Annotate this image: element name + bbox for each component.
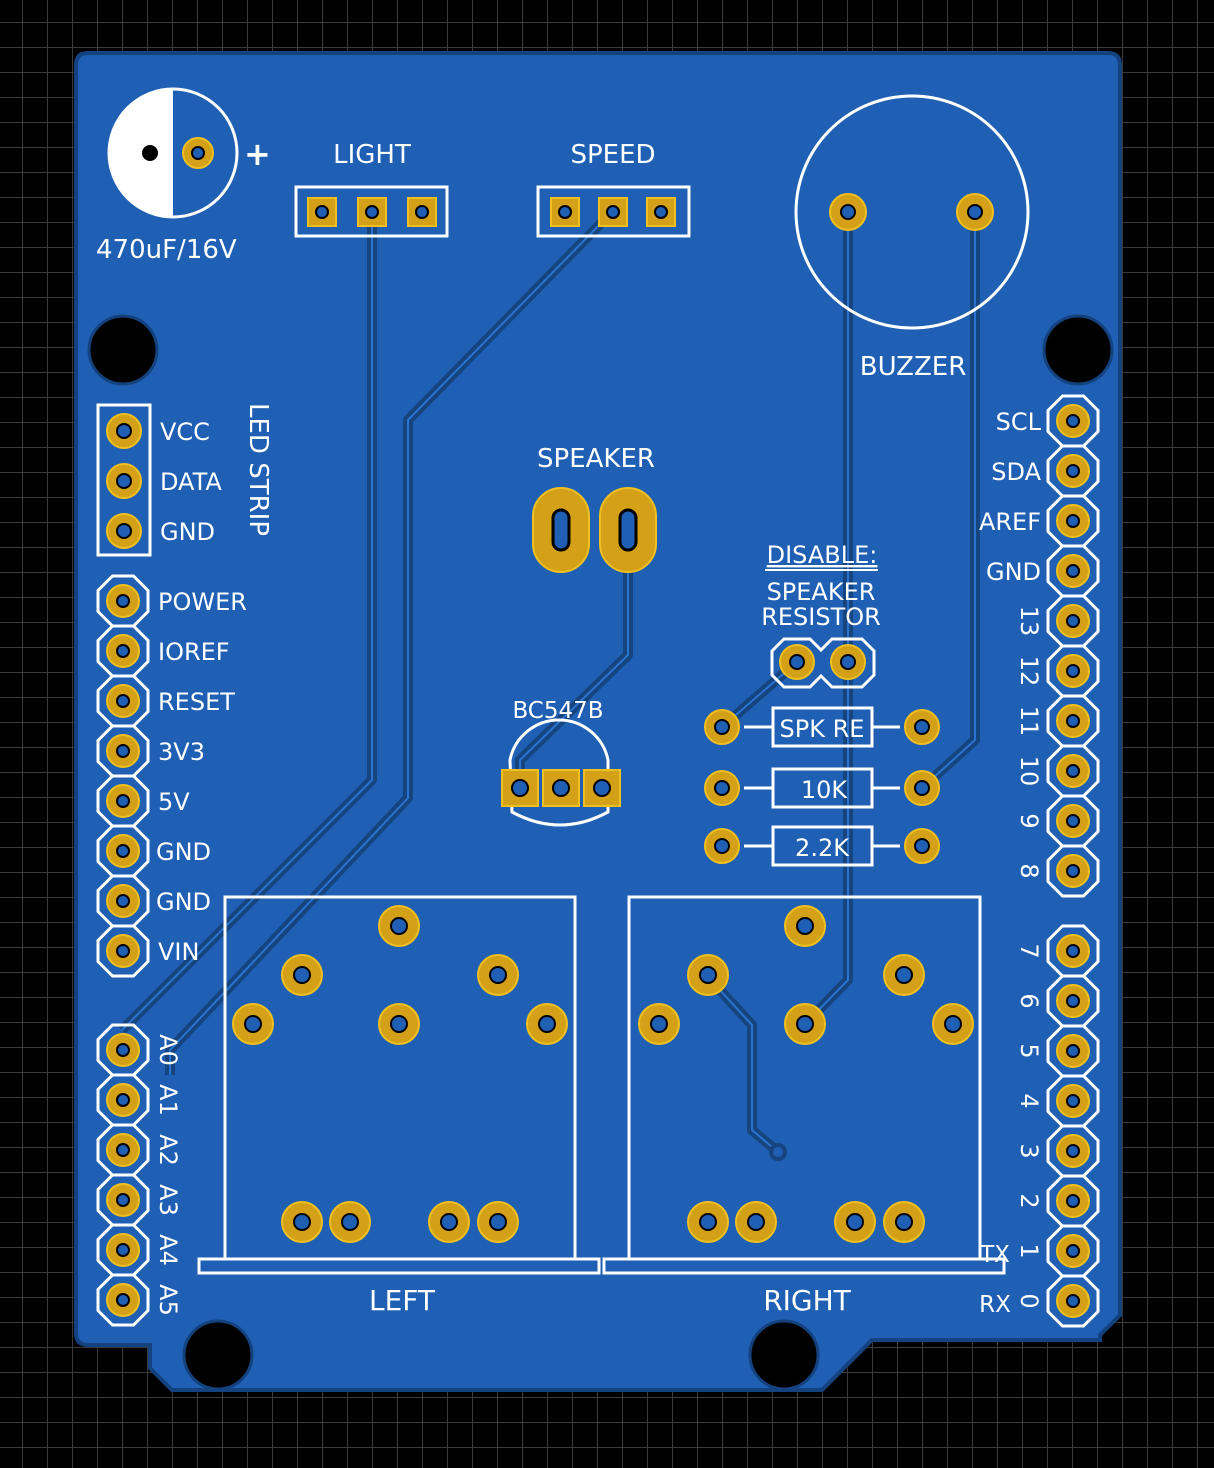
speaker-pads (532, 487, 657, 573)
digital-label-aref: AREF (979, 508, 1041, 536)
resistor-spk-body (771, 706, 874, 748)
analog-label-a5: A5 (154, 1284, 182, 1316)
analog-label-a3: A3 (154, 1184, 182, 1216)
mounting-hole (748, 1319, 820, 1391)
digital-label-3: 3 (1015, 1143, 1043, 1158)
jumper-outline (770, 637, 876, 689)
light-header-outline (294, 185, 449, 238)
mounting-hole (87, 314, 159, 386)
resistor-10k-body (771, 767, 874, 809)
speed-header-label: SPEED (570, 140, 655, 170)
buzzer-outline (794, 94, 1030, 330)
capacitor-polarity-label: + (244, 135, 271, 173)
analog-label-a2: A2 (154, 1134, 182, 1166)
mounting-hole (182, 1319, 254, 1391)
digital-label-6: 6 (1015, 993, 1043, 1008)
digital-label-1: 1 (1015, 1243, 1043, 1258)
led-strip-label-data: DATA (160, 468, 222, 496)
analog-label-a1: A1 (154, 1084, 182, 1116)
jack-right: RIGHT (602, 895, 1006, 1317)
digital-label-12: 12 (1015, 656, 1043, 687)
power-header-label-3: 3V3 (158, 738, 205, 766)
jumper-line-3: RESISTOR (761, 603, 881, 631)
jack-left-label: LEFT (369, 1284, 436, 1317)
power-header-label-0: POWER (158, 588, 247, 616)
digital-label-sda: SDA (991, 458, 1041, 486)
digital-label-11: 11 (1015, 706, 1043, 737)
digital-label-5: 5 (1015, 1043, 1043, 1058)
led-strip-title: LED STRIP (243, 403, 273, 536)
jack-left: LEFT (197, 895, 601, 1317)
led-strip-header-outline (96, 403, 152, 557)
resistor-label-2k2: 2.2K (795, 834, 850, 862)
light-header-label: LIGHT (333, 140, 411, 170)
digital-label-gnd: GND (986, 558, 1041, 586)
analog-label-a4: A4 (154, 1234, 182, 1266)
jumper-line-2: SPEAKER (767, 578, 876, 606)
digital-label-scl: SCL (996, 408, 1042, 436)
board-outline (74, 51, 1122, 1392)
transistor-pin-e (501, 769, 539, 807)
resistor-label-10k: 10K (801, 776, 849, 804)
speed-header-outline (536, 185, 691, 238)
digital-label-10: 10 (1015, 756, 1043, 787)
power-header-label-5: GND (156, 838, 211, 866)
resistor-label-spk: SPK RE (780, 715, 865, 743)
digital-label-4: 4 (1015, 1093, 1043, 1108)
power-header-label-1: IOREF (158, 638, 230, 666)
led-strip-label-vcc: VCC (160, 418, 210, 446)
resistor-2k2-body (771, 825, 874, 867)
digital-label-7: 7 (1015, 943, 1043, 958)
digital-label-0: 0 (1015, 1293, 1043, 1308)
led-strip-label-gnd: GND (160, 518, 215, 546)
capacitor-negative-pad (142, 145, 158, 161)
jack-right-label: RIGHT (763, 1284, 851, 1317)
power-header-label-4: 5V (158, 788, 190, 816)
digital-label-2: 2 (1015, 1193, 1043, 1208)
mounting-hole (1042, 314, 1114, 386)
power-header-label-7: VIN (158, 938, 199, 966)
rx-label: RX (979, 1292, 1011, 1318)
buzzer-label: BUZZER (860, 352, 967, 382)
digital-label-13: 13 (1015, 606, 1043, 637)
capacitor-label: 470uF/16V (96, 235, 237, 265)
analog-label-a0: A0 (154, 1034, 182, 1066)
digital-label-9: 9 (1015, 813, 1043, 828)
power-header-label-6: GND (156, 888, 211, 916)
power-header-label-2: RESET (158, 688, 235, 716)
transistor-outline (508, 718, 610, 827)
jumper-title: DISABLE: (767, 541, 878, 569)
capacitor: + 470uF/16V (96, 87, 271, 265)
digital-label-8: 8 (1015, 863, 1043, 878)
speaker-label: SPEAKER (537, 444, 655, 474)
